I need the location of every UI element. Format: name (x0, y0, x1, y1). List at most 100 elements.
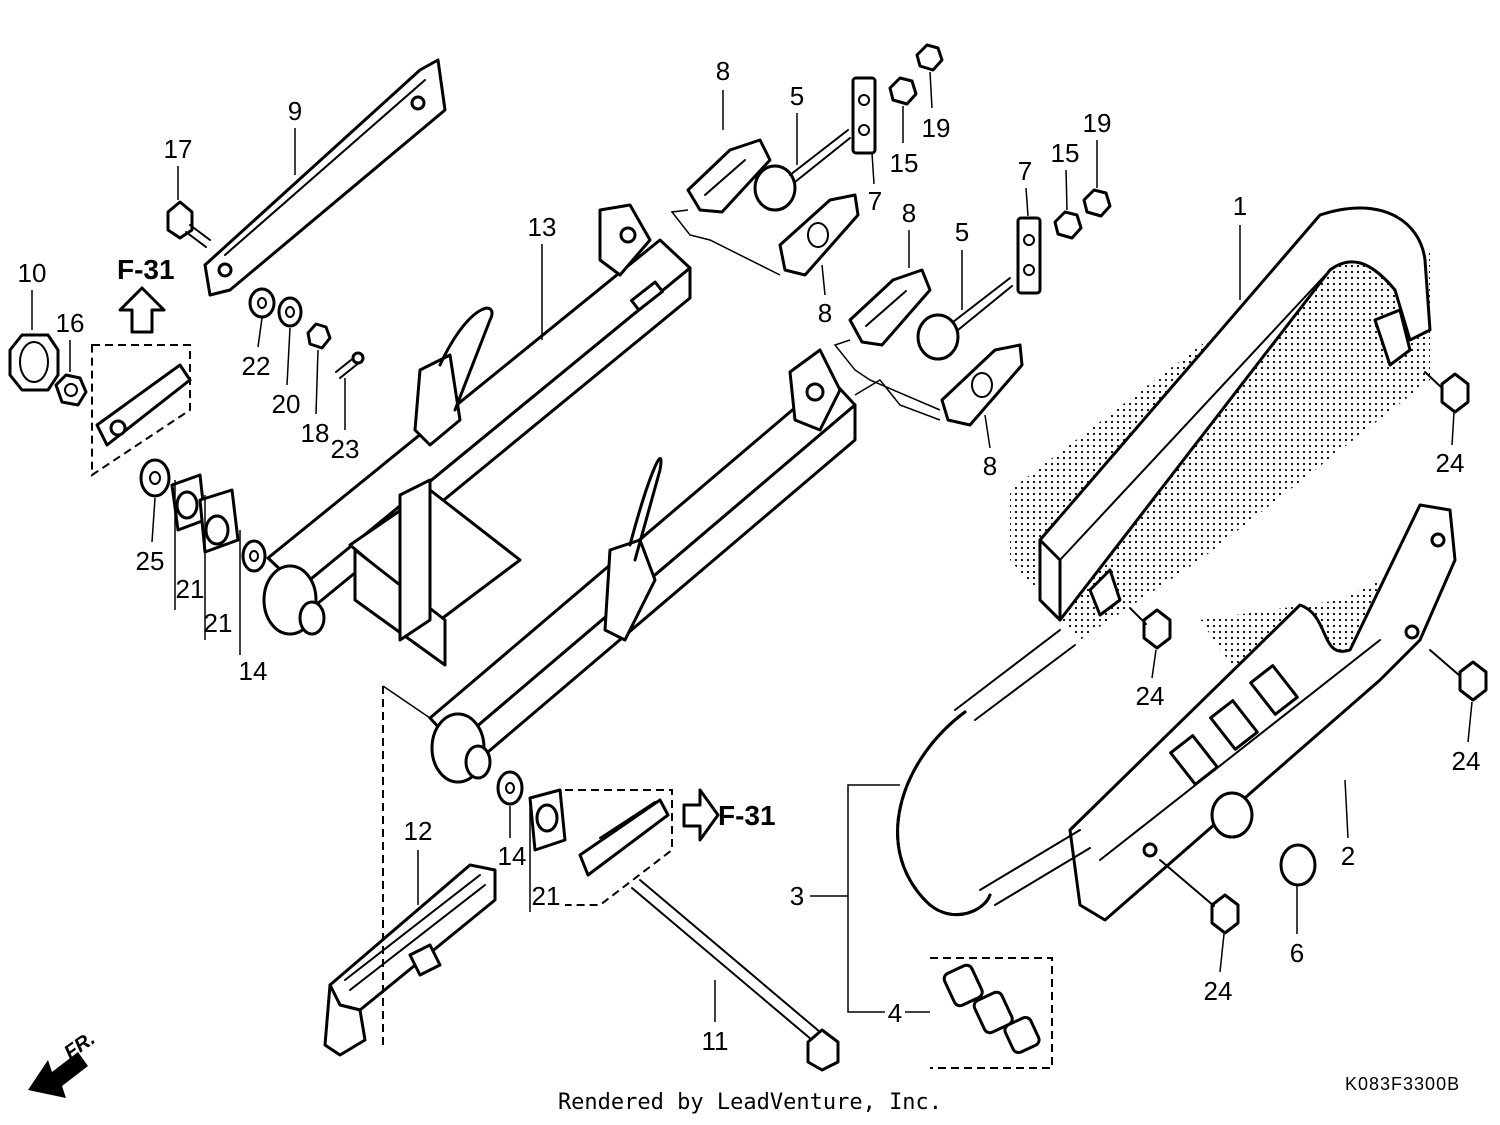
cross-ref-label-1: F-31 (117, 254, 175, 285)
footer-credit: Rendered by LeadVenture, Inc. (557, 1090, 943, 1115)
svg-text:21: 21 (204, 608, 233, 638)
callout-24-upper-right: 24 (1436, 411, 1465, 478)
svg-text:8: 8 (983, 451, 997, 481)
cap-nut-19-top (915, 43, 944, 72)
svg-text:24: 24 (1436, 448, 1465, 478)
svg-text:25: 25 (136, 546, 165, 576)
callout-15-mid: 15 (1051, 138, 1080, 211)
callout-20: 20 (272, 327, 301, 419)
callout-4: 4 (888, 998, 930, 1028)
adjuster-bolt-5-top (753, 129, 851, 212)
callout-24-mid: 24 (1136, 649, 1165, 711)
svg-text:14: 14 (239, 656, 268, 686)
bolt-23 (335, 351, 365, 379)
bolt-17 (166, 200, 211, 248)
washer-22 (248, 287, 276, 319)
drawing-code: K083F3300B (1345, 1074, 1460, 1094)
callout-8-top-b: 8 (818, 264, 832, 328)
bushing-10 (8, 333, 60, 392)
svg-text:2: 2 (1341, 841, 1355, 871)
svg-text:15: 15 (890, 148, 919, 178)
callout-8-mid-b: 8 (983, 414, 997, 481)
cap-6 (1279, 843, 1317, 887)
svg-text:8: 8 (902, 198, 916, 228)
svg-text:19: 19 (922, 113, 951, 143)
callout-5-top: 5 (790, 81, 804, 165)
adjuster-bolt-5-mid (916, 277, 1013, 361)
callout-22: 22 (242, 317, 271, 381)
front-direction-label: FR. (60, 1028, 99, 1065)
bracket-21-b (198, 488, 240, 554)
callout-9: 9 (288, 96, 302, 175)
chain-case-upper-1 (1010, 206, 1432, 640)
callout-15-top: 15 (890, 106, 919, 178)
plate-7-top (851, 76, 877, 155)
cross-ref-arrow-up: F-31 (117, 254, 175, 334)
callout-17: 17 (164, 134, 193, 200)
washer-25 (139, 458, 171, 498)
callout-25: 25 (136, 497, 165, 576)
bolt-24-lower-right (1429, 649, 1488, 702)
swingarm (262, 203, 857, 784)
callout-19-top: 19 (922, 71, 951, 143)
drive-chain-3 (896, 629, 1091, 916)
callout-5-mid: 5 (955, 217, 969, 310)
cap-nut-19-mid (1082, 188, 1112, 218)
svg-text:5: 5 (790, 81, 804, 111)
bolt-24-upper-right (1424, 371, 1470, 414)
nut-15-mid (1053, 210, 1083, 240)
svg-text:23: 23 (331, 434, 360, 464)
svg-text:17: 17 (164, 134, 193, 164)
callout-19-mid: 19 (1083, 108, 1112, 188)
callout-7-mid: 7 (1018, 156, 1032, 217)
callout-6: 6 (1290, 886, 1304, 968)
adjuster-block-8-top-a (686, 138, 772, 214)
bracket-21-c (528, 788, 567, 852)
svg-text:8: 8 (716, 56, 730, 86)
callout-13: 13 (528, 212, 557, 340)
detail-box-left (91, 344, 192, 477)
chain-case-lower-2 (1068, 503, 1457, 922)
callout-7-top: 7 (868, 152, 882, 216)
cross-ref-arrow-right: F-31 (682, 788, 776, 842)
callout-3: 3 (790, 784, 900, 1013)
svg-text:24: 24 (1136, 681, 1165, 711)
adjuster-block-8-mid-a (848, 268, 932, 347)
chain-slider-12 (323, 863, 497, 1057)
chain-joint-4-box (930, 957, 1053, 1069)
washer-14-b (496, 770, 524, 806)
callout-21-a: 21 (174, 480, 205, 610)
svg-text:24: 24 (1452, 746, 1481, 776)
svg-text:9: 9 (288, 96, 302, 126)
svg-text:21: 21 (176, 574, 205, 604)
svg-text:5: 5 (955, 217, 969, 247)
chain-guide-9 (203, 58, 447, 297)
callout-12: 12 (404, 816, 432, 905)
nut-16 (54, 373, 88, 407)
svg-text:3: 3 (790, 881, 804, 911)
svg-text:8: 8 (818, 298, 832, 328)
callout-21-b: 21 (204, 495, 233, 640)
plate-7-mid (1016, 216, 1042, 295)
adjuster-block-8-top-b (778, 193, 860, 277)
nut-15-top (888, 76, 918, 106)
washer-14-a (241, 539, 267, 573)
bolt-24-bottom (1159, 859, 1240, 935)
callout-10: 10 (18, 258, 47, 330)
pivot-bolt-11 (631, 879, 840, 1072)
svg-text:7: 7 (1018, 156, 1032, 186)
callout-16: 16 (56, 308, 84, 372)
callout-8-mid-a: 8 (902, 198, 916, 268)
svg-text:1: 1 (1233, 191, 1247, 221)
svg-text:19: 19 (1083, 108, 1112, 138)
front-direction-marker: FR. (28, 1028, 99, 1098)
callout-1: 1 (1233, 191, 1247, 300)
svg-text:13: 13 (528, 212, 557, 242)
detail-box-right (565, 789, 673, 906)
svg-text:15: 15 (1051, 138, 1080, 168)
svg-text:22: 22 (242, 351, 271, 381)
svg-text:10: 10 (18, 258, 47, 288)
callout-23: 23 (331, 378, 360, 464)
svg-text:20: 20 (272, 389, 301, 419)
